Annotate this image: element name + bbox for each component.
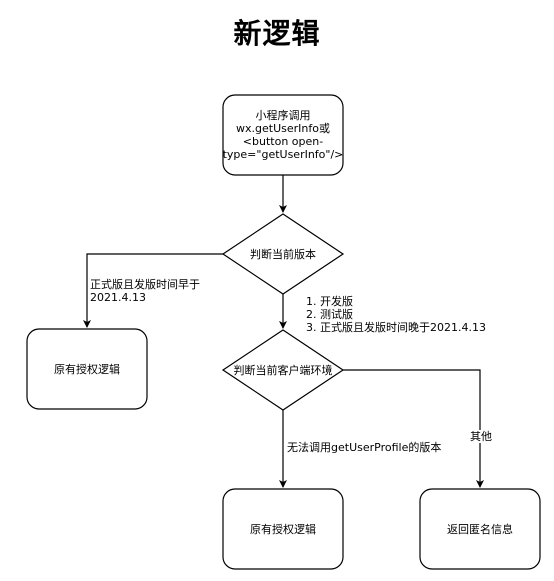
legacy-auth-left-label: 原有授权逻辑	[54, 362, 120, 376]
client-decision-label: 判断当前客户端环境	[233, 363, 333, 377]
diagram-title: 新逻辑	[233, 17, 321, 50]
edge-label-client-no-profile: 无法调用getUserProfile的版本	[287, 441, 442, 454]
edge-label-client-other: 其他	[468, 430, 494, 443]
return-anonymous-label: 返回匿名信息	[447, 522, 513, 536]
legacy-auth-bottom-label: 原有授权逻辑	[250, 522, 316, 536]
edge-client-to-anonymous	[343, 369, 484, 488]
edge-label-version-early: 正式版且发版时间早于 2021.4.13	[90, 278, 200, 304]
version-decision-label: 判断当前版本	[250, 247, 316, 261]
edge-label-version-other: 1. 开发版 2. 测试版 3. 正式版且发版时间晚于2021.4.13	[306, 295, 486, 334]
return-anonymous-box	[419, 488, 541, 570]
legacy-auth-left-box	[26, 328, 148, 410]
start-node-label: 小程序调用 wx.getUserInfo或 <button open- type…	[222, 109, 344, 161]
edge-version-to-legacy-left	[83, 253, 223, 328]
legacy-auth-bottom-box	[222, 488, 344, 570]
